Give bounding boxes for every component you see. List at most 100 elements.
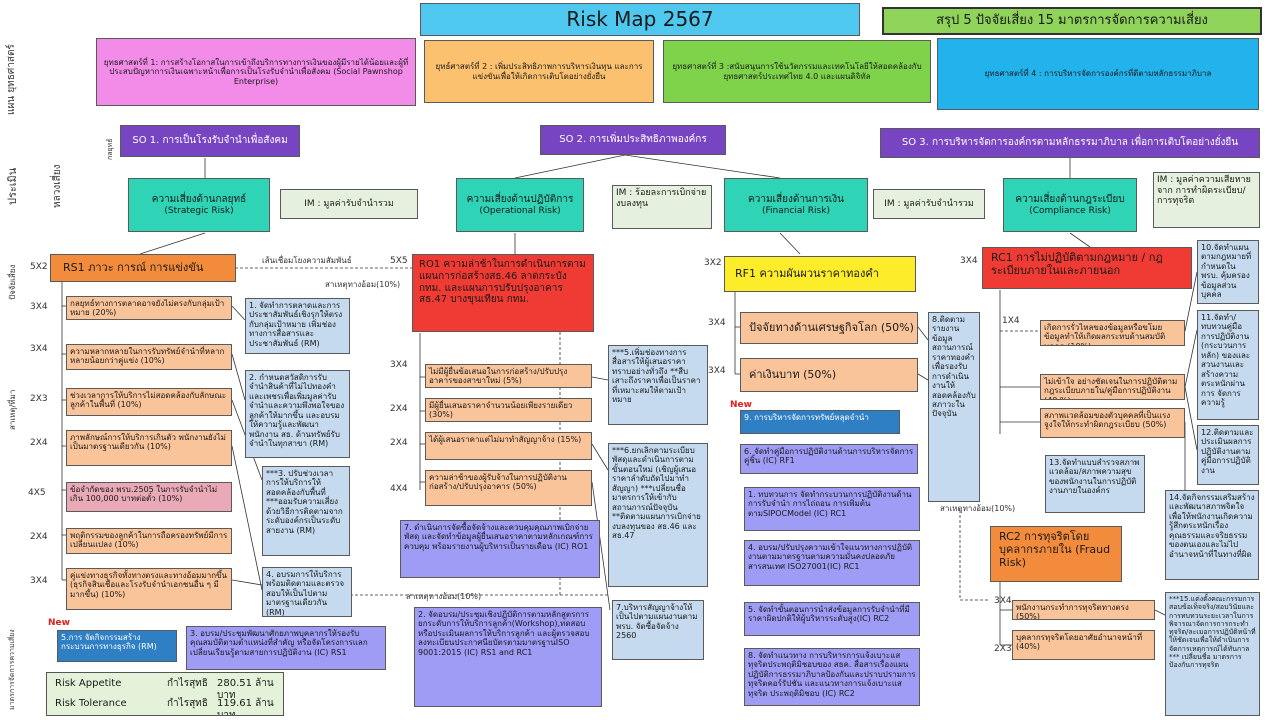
link-label-cause-3: สาเหตุทางอ้อม(10%)	[940, 504, 1016, 513]
risk-rs1: RS1 ภาวะ การณ์ การแข่งขัน	[50, 254, 236, 282]
so-3: SO 3. การบริหารจัดการองค์กรตามหลักธรรมาภ…	[880, 128, 1260, 158]
category-operational-th: ความเสี่ยงด้านปฏิบัติการ	[466, 193, 574, 205]
risk-ro1: RO1 ความล่าช้าในการดำเนินการตามแผนการก่อ…	[412, 254, 594, 332]
cause-f1: ปัจจัยทางด้านเศรษฐกิจโลก (50%)	[740, 312, 918, 344]
score-s5: 4X5	[28, 488, 46, 498]
appetite-label: Risk Appetite	[55, 678, 122, 689]
row-label-cause: สาเหตุ/ที่มา	[8, 389, 17, 430]
measure-o3: 7. ดำเนินการจัดซื้อจัดจ้างและควบคุมคุณภา…	[400, 520, 600, 578]
cause-c2: ไม่เข้าใจ อย่างชัดเจนในการปฏิบัติตามกฎระ…	[1040, 374, 1185, 400]
measure-f5: 4. อบรม/ปรับปรุงความเข้าใจแนวทางการปฏิบั…	[744, 540, 920, 586]
cause-f2: ค่าเงินบาท (50%)	[740, 358, 918, 392]
im-operational: IM : ร้อยละการเบิกจ่ายงบลงทุน	[612, 185, 712, 229]
category-compliance-en: (Compliance Risk)	[1029, 205, 1111, 216]
measure-o2: ***6.ยกเลิกตามระเบียบพัสดุและดำเนินการตา…	[608, 443, 708, 587]
cause-o3: ได้ผู้เสนอราคาแต่ไม่มาทำสัญญาจ้าง (15%)	[425, 432, 592, 460]
tolerance-label: Risk Tolerance	[55, 698, 127, 709]
im-financial: IM : มูลค่ารับจำนำรวม	[873, 189, 985, 219]
summary-banner: สรุป 5 ปัจจัยเสี่ยง 15 มาตรการจัดการความ…	[882, 7, 1262, 35]
score-s1: 3X4	[30, 302, 48, 312]
im-strategic: IM : มูลค่ารับจำนำรวม	[280, 189, 418, 219]
strategy-2: ยุทธ์ศาสตร์ที่ 2 : เพิ่มประสิทธิภาพการบร…	[424, 40, 654, 103]
score-s7: 3X4	[30, 576, 48, 586]
cause-r2: บุคลากรทุจริตโดยอาศัยอำนาจหน้าที่ (40%)	[1012, 630, 1155, 660]
score-o3: 2X4	[390, 438, 408, 448]
category-compliance-th: ความเสี่ยงด้านกฎระเบียบ	[1015, 193, 1125, 205]
risk-rc2: RC2 การทุจริตโดยบุคลากรภายใน (Fraud Risk…	[990, 526, 1122, 582]
risk-rc1: RC1 การไม่ปฏิบัติตามกฎหมาย / กฎระเบียบภา…	[982, 247, 1192, 289]
category-strategic-th: ความเสี่ยงด้านกลยุทธ์	[151, 193, 247, 205]
score-rc1: 3X4	[960, 256, 978, 266]
page-title: Risk Map 2567	[420, 3, 860, 36]
measure-o4: 7.บริหารสัญญาจ้างให้เป็นไปตามแผนงานตาม พ…	[612, 600, 704, 660]
score-f1: 3X4	[708, 318, 726, 328]
cause-o1: ไม่มีผู้ยื่นข้อเสนอในการก่อสร้าง/ปรับปรุ…	[425, 364, 592, 388]
measure-o5: 2. จัดอบรม/ประชุมเชิงปฏิบัติการตามหลักสู…	[414, 607, 602, 707]
row-label-so: กลยุทธ์	[106, 138, 114, 160]
so-2: SO 2. การเพิ่มประสิทธิภาพองค์กร	[540, 125, 726, 155]
score-rf1: 3X2	[704, 258, 722, 268]
risk-appetite-box: Risk Appetite กำไรสุทธิ 280.51 ล้านบาท R…	[46, 672, 284, 716]
score-rs1: 5X2	[30, 262, 48, 272]
cause-o2: มีผู้ยื่นเสนอราคาจำนวนน้อยเพียงรายเดียว …	[425, 398, 592, 422]
score-c1: 1X4	[1002, 316, 1020, 326]
tolerance-mid: กำไรสุทธิ	[167, 698, 208, 709]
row-label-factor: ปัจจัยเสี่ยง	[8, 264, 17, 300]
measure-f7: 8. จัดทำแนวทาง การบริหารการแจ้งเบาะแสทุจ…	[744, 648, 920, 706]
appetite-mid: กำไรสุทธิ	[167, 678, 208, 689]
measure-f3: 6. จัดทำคู่มือการปฏิบัติงานด้านการบริหาร…	[740, 444, 918, 474]
cause-s5: ข้อจำกัดของ พรบ.2505 ในการรับจำนำไม่เกิน…	[66, 482, 232, 512]
score-s6: 2X4	[30, 532, 48, 542]
measure-f1: 8.ติดตามรายงานข้อมูลสถานการณ์ราคาทองคำเพ…	[928, 312, 980, 502]
cause-s2: ความหลากหลายในการรับทรัพย์จำนำที่หลากหลา…	[66, 344, 232, 370]
strategy-3: ยุทธศาสตร์ที่ 3 :สนับสนุนการใช้นวัตกรรมแ…	[663, 40, 931, 103]
row-label-measure: มาตรการจัดการความเสี่ยง	[8, 629, 16, 710]
score-s3: 2X3	[30, 394, 48, 404]
measure-f6: 5. จัดทำขั้นตอนการนำส่งข้อมูลการรับจำนำท…	[744, 602, 920, 636]
row-label-assess: ประเมิน	[6, 167, 19, 205]
cause-c1: เกิดการรั่วไหลของข้อมูลหรือขโมยข้อมูลทำใ…	[1040, 320, 1185, 346]
new-badge-2: New	[730, 400, 752, 410]
link-label-relation: เส้นเชื่อมโยงความสัมพันธ์	[262, 256, 352, 265]
score-r2: 2X3	[994, 644, 1012, 654]
measure-s4: 4. อบรมการให้บริการพร้อมติดตามและตรวจสอบ…	[262, 567, 352, 617]
measure-c3: 12.ติดตามและประเมินผลการปฏิบัติงานตามคู่…	[1197, 425, 1259, 485]
score-s2: 3X4	[30, 344, 48, 354]
row-label-risk-type: หลวงเสี่ยง	[52, 164, 63, 208]
score-o4: 4X4	[390, 484, 408, 494]
category-strategic: ความเสี่ยงด้านกลยุทธ์ (Strategic Risk)	[128, 178, 270, 232]
category-financial-th: ความเสี่ยงด้านการเงิน	[748, 193, 844, 205]
measure-s2: 2. กำหนดสวัสดิการรับจำนำสินค้าที่ไม่ไปทอ…	[245, 370, 350, 458]
category-strategic-en: (Strategic Risk)	[164, 205, 234, 216]
measure-o1: ***5.เพิ่มช่องทางการสื่อสารให้ผู้เสนอราค…	[608, 345, 708, 425]
score-o1: 3X4	[390, 360, 408, 370]
score-o2: 2X4	[390, 404, 408, 414]
strategy-1: ยุทธศาสตร์ที่ 1: การสร้างโอกาสในการเข้าถ…	[96, 38, 416, 106]
measure-f2: 9. การบริหารจัดการทรัพย์หลุดจำนำ	[740, 410, 900, 434]
measure-r1: ***15.แต่งตั้งคณะกรรมการสอบข้อเท็จจริง/ส…	[1165, 592, 1260, 716]
category-operational: ความเสี่ยงด้านปฏิบัติการ (Operational Ri…	[456, 178, 584, 232]
measure-s3: ***3. ปรับช่วงเวลาการให้บริการให้สอดคล้อ…	[262, 466, 350, 556]
cause-c3: สภาพแวดล้อมของตัวบุคคลที่เป็นแรงจูงใจให้…	[1040, 408, 1185, 438]
measure-s1: 1. จัดทำการตลาดและการประชาสัมพันธ์เชิงรุ…	[245, 298, 350, 354]
category-financial: ความเสี่ยงด้านการเงิน (Financial Risk)	[724, 178, 868, 232]
cause-s7: คู่แข่งทางธุรกิจทั้งทางตรงและทางอ้อมมากข…	[66, 568, 232, 610]
measure-c5: 14.จัดกิจกรรมเสริมสร้างและพัฒนาสภาพจิตใจ…	[1165, 490, 1259, 580]
cause-s6: พฤติกรรมของลูกค้าในการถือครองทรัพย์มีการ…	[66, 528, 232, 554]
tolerance-value: 119.61 ล้านบาท	[217, 698, 274, 716]
appetite-value: 280.51 ล้านบาท	[217, 678, 274, 701]
strategy-4: ยุทธศาสตร์ที่ 4 : การบริหารจัดการองค์กรท…	[937, 38, 1259, 110]
score-f2: 3X4	[708, 366, 726, 376]
so-1: SO 1. การเป็นโรงรับจำนำเพื่อสังคม	[120, 125, 300, 157]
measure-c4: 13.จัดทำแบบสำรวจสภาพแวดล้อม/สภาพความสุขข…	[1045, 455, 1145, 513]
cause-s1: กลยุทธ์ทางการตลาดอาจยังไม่ตรงกับกลุ่มเป้…	[66, 296, 232, 320]
measure-c2: 11.จัดทำ/ทบทวนคู่มือการปฏิบัติงาน (กระบว…	[1197, 310, 1259, 420]
category-financial-en: (Financial Risk)	[762, 205, 830, 216]
measure-s5: 5.การ จัดกิจกรรมสร้างกระบวนการทางธุรกิจ …	[57, 630, 177, 662]
cause-s3: ช่วงเวลาการให้บริการไม่สอดคล้องกับลักษณะ…	[66, 388, 232, 416]
score-ro1: 5X5	[390, 256, 408, 266]
category-compliance: ความเสี่ยงด้านกฎระเบียบ (Compliance Risk…	[1003, 178, 1137, 232]
measure-f4: 1. ทบทวนการ จัดทำกระบวนการปฏิบัติงานด้าน…	[744, 487, 920, 531]
link-label-cause-2: สาเหตุทางอ้อม(10%)	[406, 592, 482, 601]
measure-s6: 3. อบรม/ประชุมพัฒนาศักยภาพบุคลากรให้รองร…	[186, 626, 386, 670]
